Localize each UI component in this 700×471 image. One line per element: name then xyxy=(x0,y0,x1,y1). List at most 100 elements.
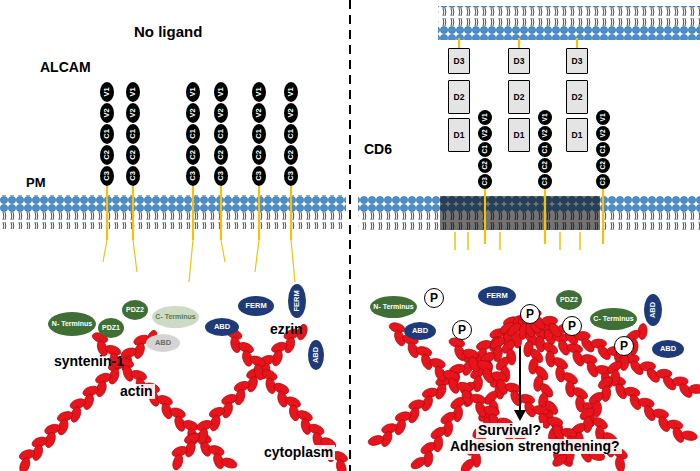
syntenin-domain: N- Terminus xyxy=(48,312,96,336)
ig-domain-oval: V1 xyxy=(596,110,610,125)
syntenin-domain: PDZ2 xyxy=(556,290,582,310)
domain-text: D1 xyxy=(454,131,465,140)
actin-monomer xyxy=(614,456,625,471)
tm-segment xyxy=(192,186,194,240)
tm-segment xyxy=(258,186,260,240)
tm-segment xyxy=(576,38,578,48)
figure-label: ALCAM xyxy=(38,60,93,75)
ig-domain-oval: C3 xyxy=(126,166,140,186)
domain-text: C1 xyxy=(600,145,607,153)
cd6-domain: D3 xyxy=(448,48,470,74)
domain-text: ABD xyxy=(312,347,320,363)
ig-domain-oval: V2 xyxy=(284,103,298,123)
ig-domain-oval: C2 xyxy=(478,158,492,173)
domain-text: C- Terminus xyxy=(155,313,195,320)
domain-text: C3 xyxy=(189,171,197,181)
domain-text: C1 xyxy=(482,145,489,153)
ezrin-domain: ABD xyxy=(404,322,436,340)
syntenin-domain: PDZ2 xyxy=(122,300,148,320)
actin-filaments xyxy=(18,309,700,471)
ezrin-domain: ABD xyxy=(652,340,684,358)
signal-arrow xyxy=(519,346,521,412)
figure-label: syntenin-1 xyxy=(52,354,126,369)
domain-text: C3 xyxy=(482,177,489,185)
figure-label: PM xyxy=(24,176,48,190)
domain-text: V2 xyxy=(217,108,225,117)
ig-domain-oval: V1 xyxy=(252,82,266,102)
ig-domain-oval: C3 xyxy=(596,174,610,189)
domain-text: V1 xyxy=(255,87,263,96)
ig-domain-oval: C3 xyxy=(284,166,298,186)
tm-segment xyxy=(133,240,137,272)
domain-text: P xyxy=(620,340,628,353)
domain-text: C2 xyxy=(287,150,295,160)
domain-text: D1 xyxy=(514,131,525,140)
ig-domain-oval: C2 xyxy=(252,145,266,165)
actin-monomer xyxy=(459,457,477,471)
syntenin-domain: N- Terminus xyxy=(370,296,417,318)
domain-text: V2 xyxy=(103,108,111,117)
ig-domain-oval: V1 xyxy=(126,82,140,102)
domain-text: PDZ1 xyxy=(102,324,120,331)
tm-segment xyxy=(189,240,193,282)
ig-domain-oval: C2 xyxy=(596,158,610,173)
domain-text: ABD xyxy=(155,339,171,347)
ig-domain-oval: C1 xyxy=(100,124,114,144)
domain-text: V2 xyxy=(600,130,607,138)
domain-text: C2 xyxy=(217,150,225,160)
actin-monomer xyxy=(18,456,32,471)
ig-domain-oval: V2 xyxy=(596,126,610,141)
ig-domain-oval: V1 xyxy=(478,110,492,125)
domain-text: V2 xyxy=(287,108,295,117)
tm-segment xyxy=(579,232,581,250)
tm-segment xyxy=(132,186,134,240)
ig-domain-oval: C2 xyxy=(538,158,552,173)
domain-text: FERM xyxy=(486,292,507,300)
ig-domain-oval: C1 xyxy=(538,142,552,157)
tm-segment xyxy=(467,232,469,250)
tm-segment xyxy=(255,240,259,272)
ig-domain-oval: C3 xyxy=(252,166,266,186)
domain-text: ABD xyxy=(214,323,230,331)
domain-text: C2 xyxy=(482,161,489,169)
ig-domain-oval: C1 xyxy=(214,124,228,144)
domain-text: PDZ2 xyxy=(126,306,144,313)
tm-segment xyxy=(103,240,107,262)
ig-domain-oval: V1 xyxy=(214,82,228,102)
domain-text: V2 xyxy=(129,108,137,117)
phospho-circle: P xyxy=(520,304,540,324)
cd6-domain: D1 xyxy=(508,118,530,152)
domain-text: C3 xyxy=(287,171,295,181)
tm-segment xyxy=(559,232,561,250)
domain-text: P xyxy=(526,308,534,321)
domain-text: C2 xyxy=(255,150,263,160)
cd6-domain: D2 xyxy=(566,80,588,114)
transmembrane-segments xyxy=(103,38,603,282)
domain-text: FERM xyxy=(293,290,301,311)
domain-text: V2 xyxy=(189,108,197,117)
domain-text: V1 xyxy=(542,114,549,122)
ig-domain-oval: C2 xyxy=(100,145,114,165)
ig-domain-oval: C1 xyxy=(284,124,298,144)
domain-text: C1 xyxy=(217,129,225,139)
tm-segment xyxy=(499,232,501,250)
domain-text: V1 xyxy=(217,87,225,96)
ezrin-domain: FERM xyxy=(238,296,274,316)
figure-label: cytoplasm xyxy=(262,445,335,460)
domain-text: ABD xyxy=(660,345,676,353)
ig-domain-oval: C2 xyxy=(284,145,298,165)
ig-domain-oval: V1 xyxy=(284,82,298,102)
actin-monomer xyxy=(367,434,385,447)
figure-label: CD6 xyxy=(362,142,394,157)
ig-domain-oval: C2 xyxy=(126,145,140,165)
domain-text: P xyxy=(568,320,576,333)
domain-text: V2 xyxy=(255,108,263,117)
domain-text: C2 xyxy=(103,150,111,160)
ezrin-domain: ABD xyxy=(308,340,324,370)
domain-text: C3 xyxy=(600,177,607,185)
domain-text: D1 xyxy=(572,131,583,140)
domain-text: C1 xyxy=(129,129,137,139)
tm-segment xyxy=(458,38,460,48)
